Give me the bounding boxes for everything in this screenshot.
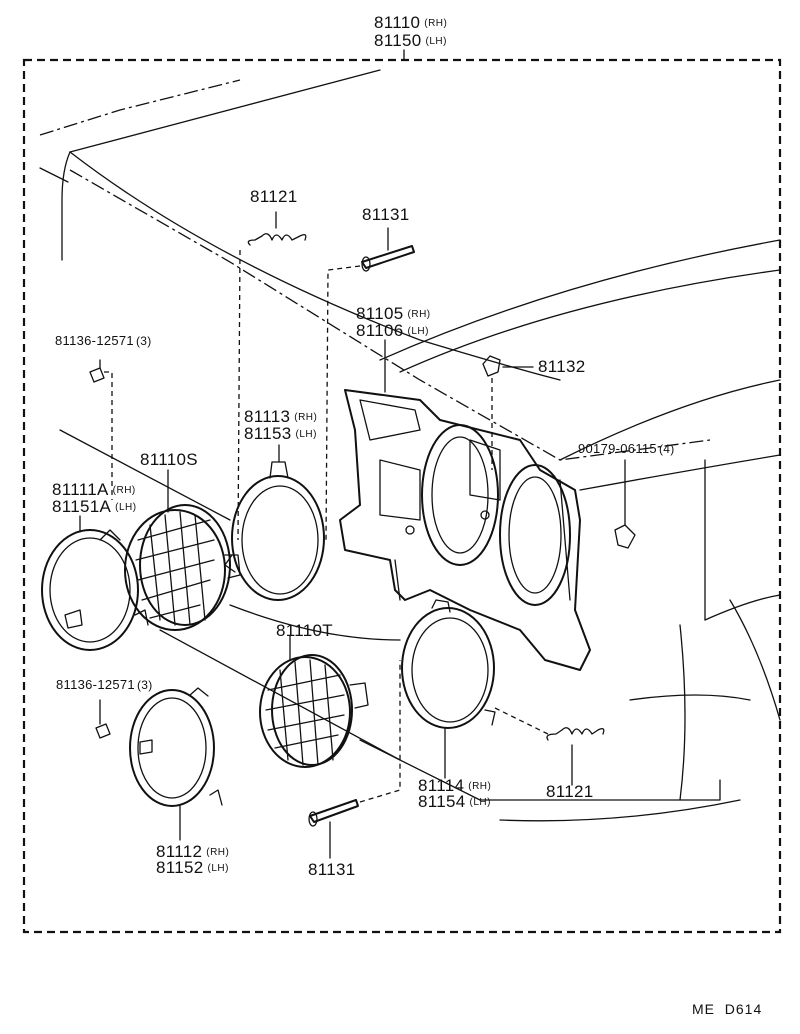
small-screw-top-number: 81136-12571 [55,333,134,348]
lower-ring [401,599,551,779]
label-screw-bottom: 81131 [308,861,356,879]
inner-ring-rh-side: (RH) [294,412,318,423]
screw-bottom-number: 81131 [308,860,356,879]
label-inner-ring-rh: 81113(RH) [244,408,317,427]
sealed-beam-lower [259,635,369,768]
lower-rim-lh-side: (LH) [207,863,229,874]
spring-top-number: 81121 [250,187,298,206]
nut-number: 81132 [538,357,586,376]
assembly-label-lh: 81150(LH) [374,32,447,51]
clip-number: 90179-06115 [578,441,657,456]
lower-ring-rh-side: (RH) [468,781,492,792]
lower-ring-lh-number: 81154 [418,792,466,811]
headlamp-housing [339,339,591,671]
housing-lh-number: 81106 [356,321,404,340]
assembly-rh-number: 81110 [374,13,421,32]
lower-ring-rh-number: 81114 [418,776,465,795]
spring-top [237,211,307,541]
assembly-lh-number: 81150 [374,31,422,50]
lower-rim-lh-number: 81152 [156,858,204,877]
label-rim-outer-lh: 81151A(LH) [52,498,137,517]
small-screw-top-qty: (3) [135,334,152,348]
rim-outer-rh-side: (RH) [112,485,136,496]
inner-ring-rh-number: 81113 [244,407,291,426]
sealed-beam-upper [124,469,241,631]
assembly-label-rh: 81110(RH) [374,14,447,33]
small-screw-top [89,359,113,500]
label-spring-top: 81121 [250,188,298,206]
lower-rim-rh-number: 81112 [156,842,203,861]
assembly-lh-side: (LH) [425,36,447,47]
unit-s-number: 81110S [140,450,198,469]
screw-top-number: 81131 [362,205,410,224]
label-small-screw-top: 81136-12571(3) [55,332,152,350]
lower-ring-lh-side: (LH) [469,797,491,808]
rim-outer-lh-side: (LH) [115,502,137,513]
small-screw-bottom [95,699,111,739]
vehicle-body-outline [39,69,781,822]
label-nut: 81132 [538,358,586,376]
clip-qty: (4) [658,442,675,456]
label-lower-rim-lh: 81152(LH) [156,859,229,878]
assembly-frame [22,49,782,934]
label-lower-rim-rh: 81112(RH) [156,843,229,862]
screw-bottom [308,660,401,859]
label-unit-s: 81110S [140,451,198,469]
housing-rh-side: (RH) [407,309,431,320]
inner-ring [224,444,325,601]
housing-lh-side: (LH) [407,326,429,337]
spring-bottom-number: 81121 [546,782,594,801]
small-screw-bottom-qty: (3) [136,678,153,692]
label-lower-ring-lh: 81154(LH) [418,793,491,812]
label-spring-bottom: 81121 [546,783,594,801]
rim-outer-rh-number: 81111A [52,480,109,499]
label-inner-ring-lh: 81153(LH) [244,425,317,444]
screw-top [325,227,415,541]
inner-ring-lh-number: 81153 [244,424,292,443]
lower-rim-rh-side: (RH) [206,847,230,858]
rim-outer-lh-number: 81151A [52,497,112,516]
label-unit-t: 81110T [276,622,333,640]
inner-ring-lh-side: (LH) [295,429,317,440]
label-rim-outer-rh: 81111A(RH) [52,481,136,500]
label-lower-ring-rh: 81114(RH) [418,777,491,796]
assembly-rh-side: (RH) [424,18,448,29]
label-screw-top: 81131 [362,206,410,224]
label-clip: 90179-06115(4) [578,440,675,458]
label-housing-rh: 81105(RH) [356,305,431,324]
lower-rim [129,687,223,841]
label-housing-lh: 81106(LH) [356,322,429,341]
diagram-code-text: ME D614 [692,1001,763,1017]
label-small-screw-bottom: 81136-12571(3) [56,676,153,694]
diagram-code: ME D614 [692,1000,762,1018]
small-screw-bottom-number: 81136-12571 [56,677,135,692]
spring-bottom [546,727,605,786]
nut [482,355,534,470]
clip [614,459,636,549]
outer-rim-upper [41,515,149,651]
housing-rh-number: 81105 [356,304,404,323]
unit-t-number: 81110T [276,621,333,640]
